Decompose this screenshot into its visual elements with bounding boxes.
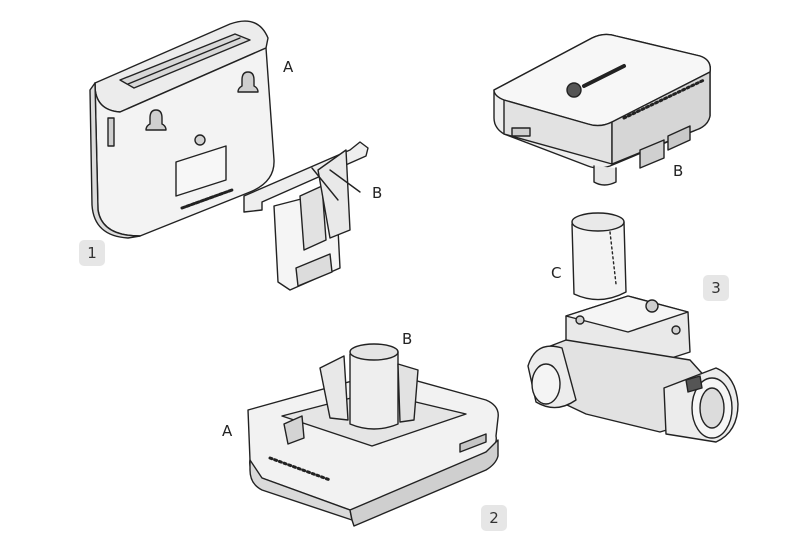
fig2-stem [319, 343, 419, 430]
fig3-label-b: B [673, 162, 684, 180]
figure-number-3-badge: 3 [703, 275, 729, 301]
figure-number-2: 2 [489, 509, 499, 527]
fig1-receiver-box [89, 20, 275, 239]
fig1-label-a: A [283, 58, 294, 76]
fig3-solenoid [571, 212, 627, 301]
figure-number-1-badge: 1 [79, 240, 105, 266]
fig2-label-a: A [222, 422, 233, 440]
figure-number-2-badge: 2 [481, 505, 507, 531]
fig3-label-c: C [551, 264, 562, 282]
fig1-wall-bracket [243, 141, 369, 291]
fig1-label-b: B [372, 184, 383, 202]
fig2-label-b: B [402, 330, 413, 348]
figure-number-3: 3 [711, 279, 721, 297]
sensor-unit [493, 33, 711, 186]
figure-number-1: 1 [87, 244, 97, 262]
fig3-valve [527, 295, 739, 443]
